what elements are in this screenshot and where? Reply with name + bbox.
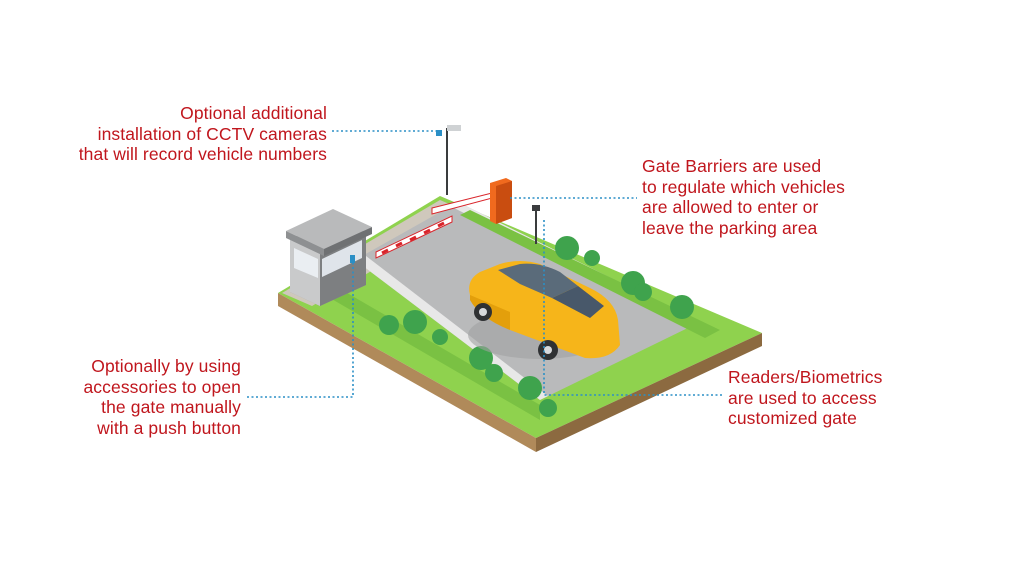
barrier-arm-entry xyxy=(375,215,453,259)
callout-push-line-4: with a push button xyxy=(97,417,241,438)
callout-push-line-1: Optionally by using xyxy=(91,356,241,376)
callout-cctv: Optional additional installation of CCTV… xyxy=(79,103,327,165)
callout-barrier-line-3: are allowed to enter or xyxy=(642,197,819,217)
cctv-camera-icon xyxy=(436,125,461,195)
callout-push-line-2: accessories to open xyxy=(83,376,241,397)
callout-barrier-line-4: leave the parking area xyxy=(642,217,818,238)
callout-readers-line-2: are used to access xyxy=(728,387,877,408)
callout-barrier-line-1: Gate Barriers are used xyxy=(642,156,822,176)
callout-cctv-line-2: installation of CCTV cameras xyxy=(97,123,327,144)
leader-line-readers xyxy=(543,220,722,396)
callout-gate-barrier: Gate Barriers are used to regulate which… xyxy=(642,156,845,238)
callout-readers: Readers/Biometrics are used to access cu… xyxy=(728,367,883,429)
callout-barrier-line-2: to regulate which vehicles xyxy=(642,176,845,197)
callout-readers-line-3: customized gate xyxy=(728,408,857,428)
callout-push-button: Optionally by using accessories to open … xyxy=(83,356,241,438)
callout-cctv-line-3: that will record vehicle numbers xyxy=(78,144,327,164)
callout-readers-line-1: Readers/Biometrics xyxy=(728,367,883,387)
bushes xyxy=(379,236,694,417)
leader-lines xyxy=(247,130,722,398)
car xyxy=(468,261,620,360)
gate-barrier-icon xyxy=(431,178,512,224)
reader-icon xyxy=(532,205,540,244)
guard-booth xyxy=(286,209,372,306)
push-button-icon xyxy=(350,255,355,263)
callout-push-line-3: the gate manually xyxy=(101,397,241,417)
callout-cctv-line-1: Optional additional xyxy=(180,103,327,123)
